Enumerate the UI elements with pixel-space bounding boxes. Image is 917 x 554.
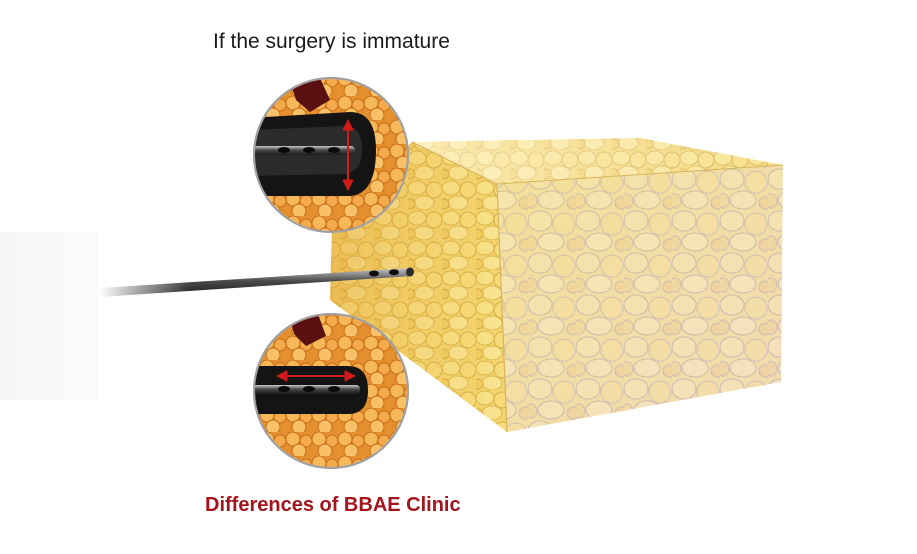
bottom-magnifier (253, 313, 409, 469)
background-fade-panel (0, 232, 98, 400)
bottom-caption: Differences of BBAE Clinic (205, 494, 461, 516)
top-magnifier (253, 77, 409, 233)
cannula-hole-2 (389, 269, 399, 276)
vertical-motion-arrow (342, 118, 354, 192)
cannula-hole-1 (369, 270, 379, 277)
top-caption: If the surgery is immature (213, 30, 450, 53)
liposuction-cannula (100, 267, 414, 301)
horizontal-motion-arrow (275, 370, 357, 382)
